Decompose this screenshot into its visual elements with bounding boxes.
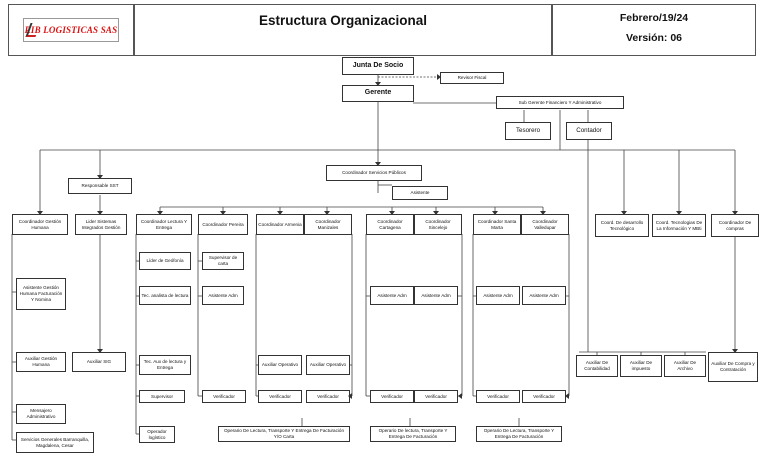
box-coordinador-santa-marta: Coordinador Santa Marta	[473, 214, 521, 235]
box-coordinador-lectura: Coordinador Lectura Y Entrega	[136, 214, 192, 235]
box-auxiliar-contabilidad: Auxiliar De Contabilidad	[576, 355, 618, 377]
box-sub-gerente: Sub Gerente Financiero Y Administrativo	[496, 96, 624, 109]
box-lider-sig: Lider Sistemas Integrados Gestión	[75, 214, 127, 235]
box-auxiliar-gestion-humana: Auxiliar Gestión Humana	[16, 352, 66, 372]
box-asistente-adm-santa-marta: Asistente Adm	[476, 286, 520, 305]
box-auxiliar-compras: Auxiliar De Compra y Contratación	[708, 352, 758, 382]
box-operario-santa-marta-valledupar: Operario De Lectura, Transporte Y Entreg…	[476, 426, 562, 442]
document-version: Versión: 06	[625, 32, 683, 44]
box-asistente: Asistente	[392, 186, 448, 200]
box-operario-eje-cafetero: Operario De Lectura, Transporte Y Entreg…	[218, 426, 350, 442]
box-junta-de-socio: Junta De Socio	[342, 57, 414, 75]
box-gerente: Gerente	[342, 85, 414, 102]
box-auxiliar-impuesto: Auxiliar De impuesto	[620, 355, 662, 377]
box-tec-analista-lectura: Tec. analista de lectura	[139, 286, 191, 305]
page-title: Estructura Organizacional	[258, 13, 428, 28]
box-coordinador-valledupar: Coordinador Valledupar	[521, 214, 569, 235]
box-supervisor-carta: Supervisor de carta	[202, 252, 244, 270]
box-coordinador-sincelejo: Coordinador Sincelejo	[414, 214, 462, 235]
box-tec-aux-lectura: Tec. Aux de lectura y Entrega	[139, 355, 191, 375]
company-logo: RIB LOGISTICAS SAS	[23, 18, 119, 42]
box-asistente-adm-pereira: Asistente Adm	[202, 286, 244, 305]
box-asistente-adm-cartagena: Asistente Adm	[370, 286, 414, 305]
box-verificador-armenia: Verificador	[258, 390, 302, 403]
box-coordinador-compras: Coordinador De compras	[711, 214, 759, 237]
box-coordinador-armenia: Coordinador Armenia	[256, 214, 304, 235]
title-cell: Estructura Organizacional	[134, 4, 552, 56]
box-asistente-adm-valledupar: Asistente Adm	[522, 286, 566, 305]
box-supervisor: Supervisor	[139, 390, 185, 403]
box-revisor-fiscal: Revisor Fiscal	[440, 72, 504, 84]
box-verificador-manizales: Verificador	[306, 390, 350, 403]
box-coordinador-manizales: Coordinador Manizales	[304, 214, 352, 235]
box-verificador-valledupar: Verificador	[522, 390, 566, 403]
box-tesorero: Tesorero	[505, 122, 551, 140]
box-auxiliar-sig: Auxiliar SIG	[72, 352, 126, 372]
box-mensajero-administrativo: Mensajero Administrativo	[16, 404, 66, 424]
box-coordinador-gestion-humana: Coordinador Gestión Humana	[12, 214, 68, 235]
box-responsable-sst: Responsable SST	[68, 178, 132, 194]
box-verificador-santa-marta: Verificador	[476, 390, 520, 403]
box-operador-logistico: Operador logístico	[139, 426, 175, 443]
box-operario-cartagena-sincelejo: Operario De lectura, Transporte Y Entreg…	[370, 426, 456, 442]
box-auxiliar-operativo-armenia: Auxiliar Operativo	[258, 355, 302, 375]
box-coord-desarrollo-tecnologico: Coord. De desarrollo Tecnológico	[595, 214, 649, 237]
box-contador: Contador	[566, 122, 612, 140]
box-verificador-pereira: Verificador	[202, 390, 246, 403]
box-verificador-sincelejo: Verificador	[414, 390, 458, 403]
box-asistente-gestion-humana: Asistente Gestión Humana Facturación Y N…	[16, 278, 66, 310]
logo-text: RIB LOGISTICAS SAS	[24, 25, 118, 35]
box-asistente-adm-sincelejo: Asistente Adm	[414, 286, 458, 305]
box-coordinador-pereira: Coordinador Pereira	[198, 214, 248, 235]
box-auxiliar-archivo: Auxiliar De Archivo	[664, 355, 706, 377]
document-date: Febrero/19/24	[619, 12, 689, 24]
box-servicios-generales: Servicios Generales Barranquilla, Magdal…	[16, 432, 94, 453]
logo-cell: RIB LOGISTICAS SAS	[8, 4, 134, 56]
box-coord-tecnologias-informacion: Coord. Tecnologias De La Información Y M…	[652, 214, 706, 237]
box-verificador-cartagena: Verificador	[370, 390, 414, 403]
meta-cell: Febrero/19/24 Versión: 06	[552, 4, 756, 56]
box-coordinador-servicios: Coordinador Servicios Públicos	[326, 165, 422, 181]
box-coordinador-cartagena: Coordinador Cartagena	[366, 214, 414, 235]
box-auxiliar-operativo-manizales: Auxiliar Operativo	[306, 355, 350, 375]
box-lider-geofonia: Líder de Geófonía	[139, 252, 191, 270]
